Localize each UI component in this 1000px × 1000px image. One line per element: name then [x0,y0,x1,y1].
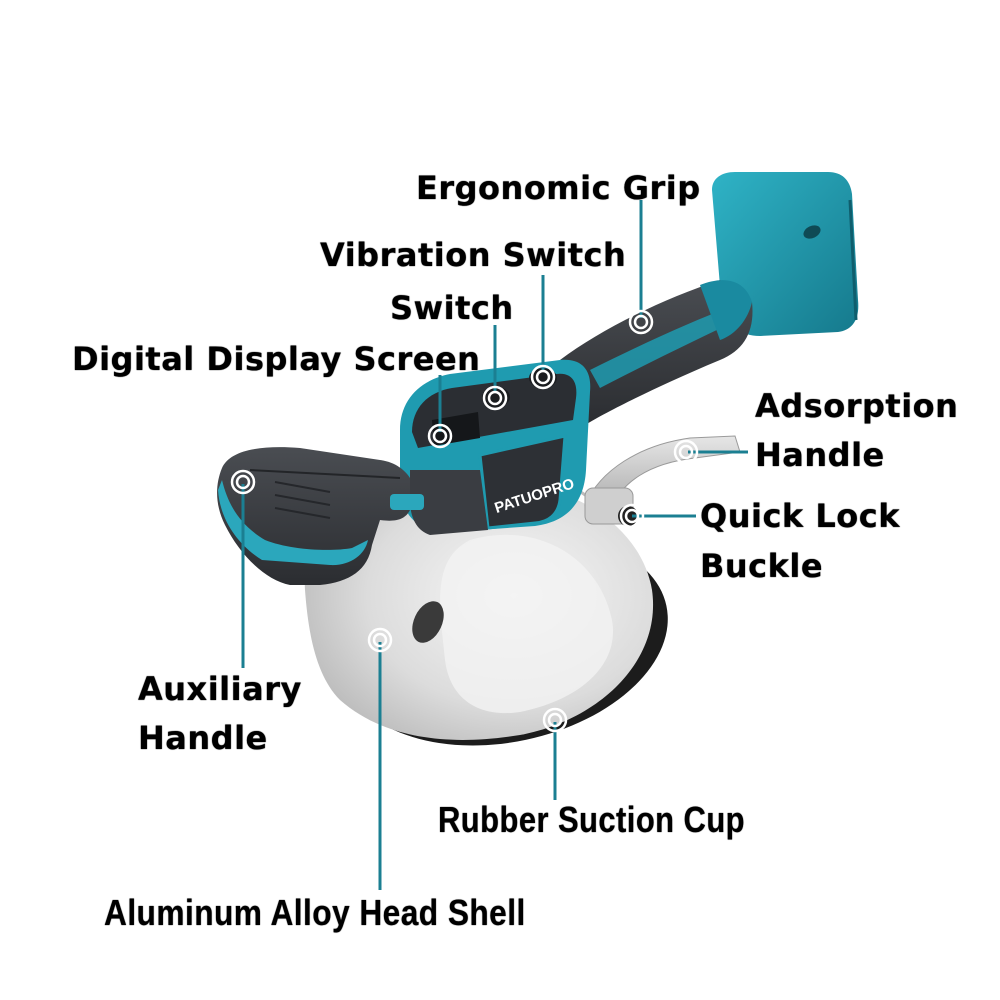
auxiliary-handle-shape [217,447,424,585]
target-rings [230,309,699,733]
label-ergonomic-grip: Ergonomic Grip [416,169,701,207]
label-auxiliary-handle-line2: Handle [138,719,268,757]
label-aluminum-alloy-head-shell: Aluminum Alloy Head Shell [104,892,526,933]
label-adsorption-handle-line2: Handle [755,436,885,474]
label-digital-display-screen: Digital Display Screen [72,340,481,378]
label-switch: Switch [390,289,514,327]
aluminum-head-shell-shape [304,476,654,740]
label-adsorption-handle-line1: Adsorption [755,387,959,425]
label-rubber-suction-cup: Rubber Suction Cup [438,799,746,840]
label-auxiliary-handle-line1: Auxiliary [138,670,302,708]
label-quick-lock-buckle-line2: Buckle [700,547,824,585]
main-body-shape: PATUOPRO [400,280,753,535]
label-vibration-switch: Vibration Switch [320,236,627,274]
label-quick-lock-buckle-line1: Quick Lock [700,497,900,535]
